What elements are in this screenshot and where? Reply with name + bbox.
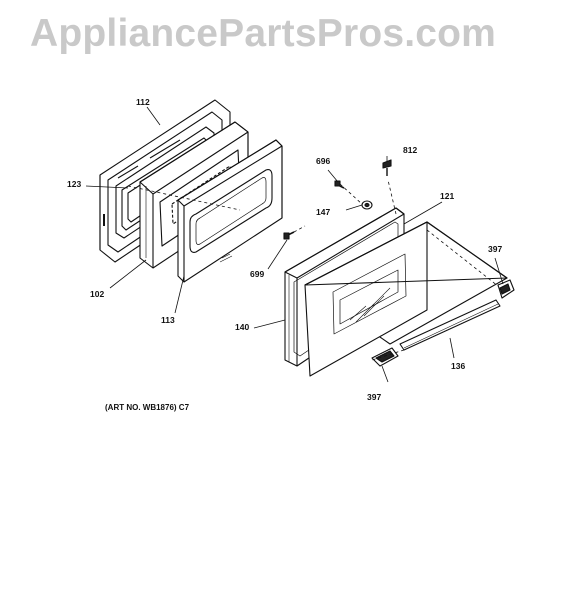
screw-812	[382, 159, 392, 176]
callout-136: 136	[451, 361, 466, 371]
callout-397-right: 397	[488, 244, 503, 254]
handle-end-cap-397-right	[497, 279, 515, 299]
handle-end-cap-397-left	[371, 347, 399, 367]
door-handle-136	[399, 299, 501, 351]
screw-696	[334, 180, 345, 189]
callout-397-left: 397	[367, 392, 382, 402]
callout-699: 699	[250, 269, 265, 279]
leader-lines	[85, 106, 504, 383]
callout-121: 121	[440, 191, 455, 201]
callout-140: 140	[235, 322, 250, 332]
callout-112: 112	[136, 97, 150, 107]
outer-glass-121	[304, 221, 508, 377]
washer-147	[361, 200, 373, 210]
site-watermark: AppliancePartsPros.com	[30, 12, 497, 55]
callout-113: 113	[161, 315, 175, 325]
inner-panel-113	[177, 139, 283, 283]
callout-696: 696	[316, 156, 331, 166]
screw-699	[283, 231, 295, 240]
callout-812: 812	[403, 145, 418, 155]
callout-102: 102	[90, 289, 105, 299]
callout-123: 123	[67, 179, 82, 189]
art-number-caption: (ART NO. WB1876) C7	[105, 403, 190, 412]
callout-147: 147	[316, 207, 331, 217]
